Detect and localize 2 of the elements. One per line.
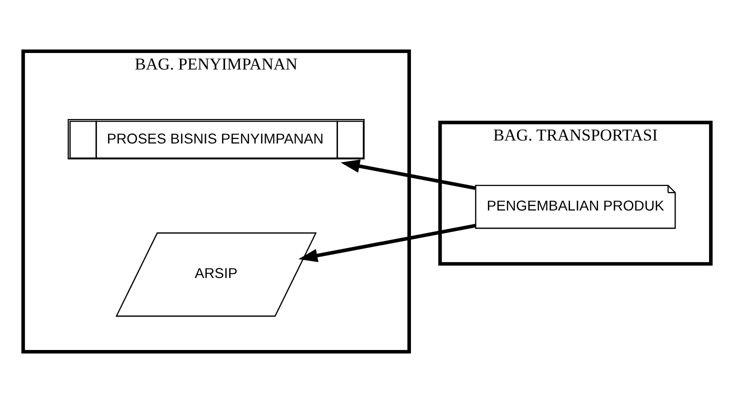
arrow	[340, 159, 476, 190]
arrow	[298, 223, 476, 262]
